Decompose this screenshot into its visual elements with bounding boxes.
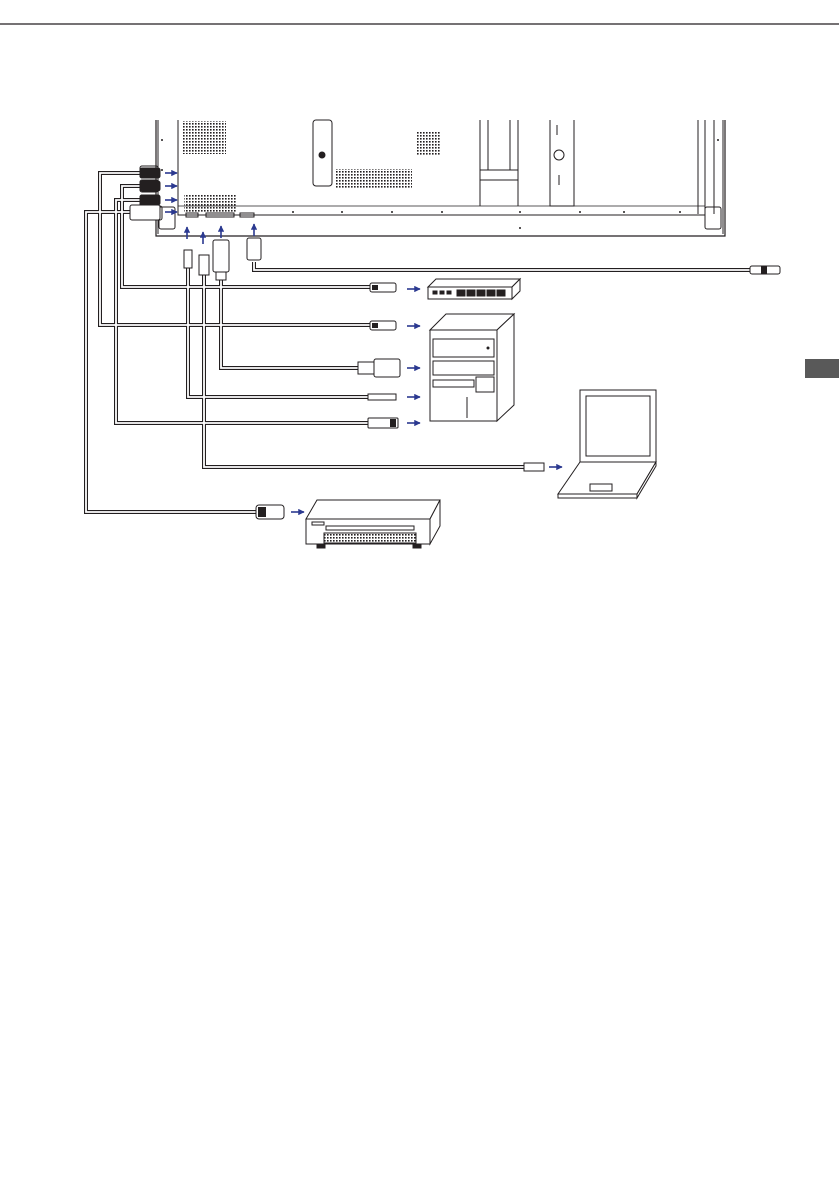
power-plug-icon (247, 238, 261, 260)
audio-end-plug-icon (368, 394, 396, 400)
media-player-icon (306, 500, 440, 548)
vga-plug-icon (213, 240, 229, 272)
usb-c-plug-icon (199, 255, 209, 275)
tower-pc-icon (430, 314, 514, 421)
usb-cable-pc (116, 200, 368, 423)
laptop-icon (558, 390, 656, 498)
usb-c-end-plug-icon (524, 463, 544, 471)
vga-end-plug-icon (358, 362, 374, 374)
power-cord (254, 262, 750, 270)
switch-icon (428, 279, 520, 299)
monitor-back-icon (136, 120, 725, 236)
audio-plug-icon (184, 250, 192, 268)
